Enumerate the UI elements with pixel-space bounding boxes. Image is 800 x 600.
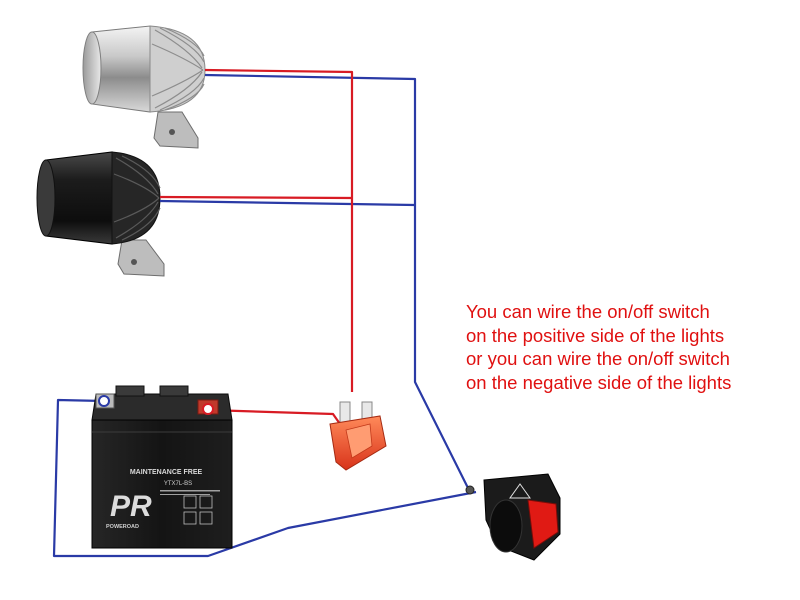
note-line-2: on the positive side of the lights bbox=[466, 324, 725, 346]
switch-button bbox=[527, 499, 559, 549]
wire-positive-light-bottom bbox=[159, 195, 353, 200]
battery-brand-mark: PR bbox=[110, 490, 152, 523]
wire-positive-light-top bbox=[204, 68, 354, 392]
negative-wiring bbox=[52, 73, 477, 558]
positive-terminal-ring bbox=[202, 403, 214, 415]
blade-fuse bbox=[329, 401, 387, 471]
positive-wiring bbox=[159, 68, 354, 425]
battery-label-top: MAINTENANCE FREE bbox=[130, 469, 203, 476]
led-light-bottom bbox=[36, 151, 165, 277]
mount-bracket-bottom bbox=[117, 239, 165, 277]
led-light-top bbox=[82, 25, 206, 149]
wire-negative-battery-to-switch bbox=[52, 398, 477, 558]
wiring-note: You can wire the on/off switch on the po… bbox=[466, 300, 796, 394]
battery: MAINTENANCE FREE YTX7L-BS PR POWEROAD bbox=[91, 385, 233, 549]
wire-negative-light-top bbox=[204, 73, 469, 489]
note-line-3: or you can wire the on/off switch bbox=[466, 348, 730, 369]
note-line-4: on the negative side of the lights bbox=[466, 371, 732, 393]
mount-bracket-top bbox=[153, 111, 199, 149]
handlebar-switch bbox=[465, 473, 561, 561]
battery-brand: POWEROAD bbox=[106, 524, 139, 530]
wire-negative-light-bottom bbox=[159, 199, 416, 207]
wire-positive-battery-to-fuse bbox=[207, 408, 341, 425]
negative-terminal-ring bbox=[98, 395, 110, 407]
battery-model: YTX7L-BS bbox=[164, 481, 192, 487]
note-line-1: You can wire the on/off switch bbox=[466, 301, 710, 322]
